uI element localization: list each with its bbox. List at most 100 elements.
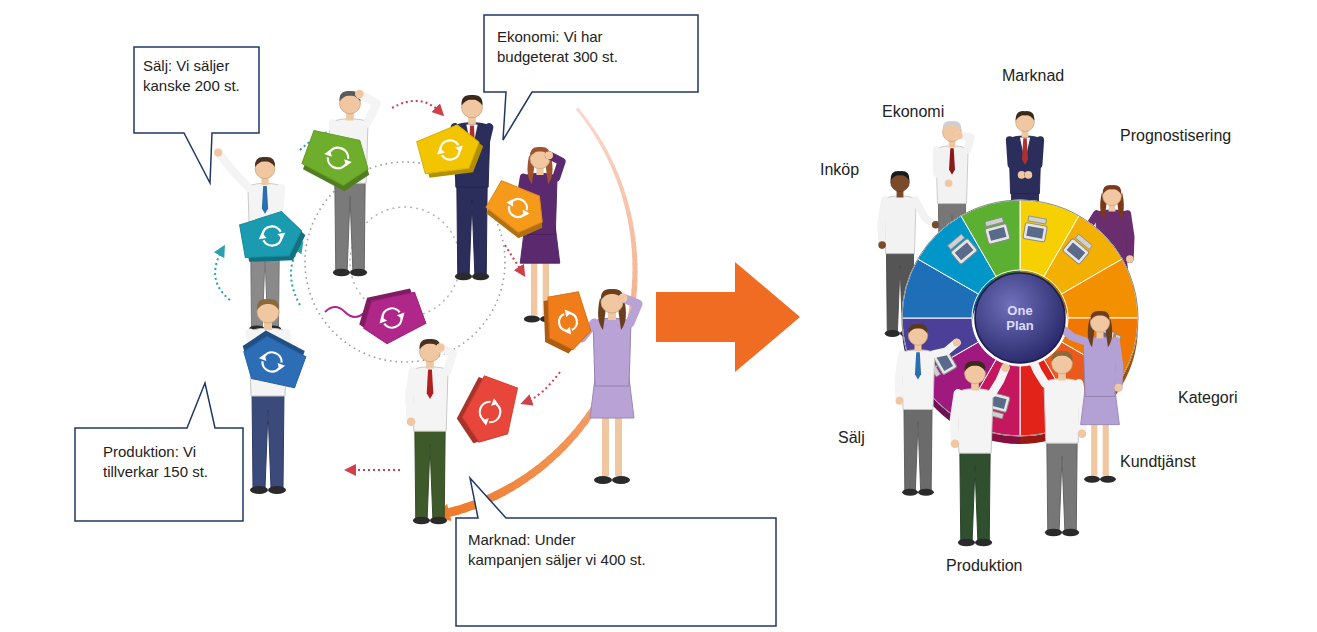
bubble-outline (75, 383, 243, 521)
puzzle-piece (276, 363, 286, 371)
person-figure (1028, 140, 1040, 175)
person-figure (1126, 255, 1134, 263)
person-figure (1022, 138, 1028, 164)
puzzle-piece (233, 325, 309, 394)
puzzle-piece (300, 125, 377, 192)
puzzle-piece (455, 146, 464, 154)
person-figure (1062, 529, 1079, 537)
speech-bubble: Produktion: Vi tillverkar 150 st. (75, 428, 243, 521)
cycle-arrow (449, 510, 457, 512)
person-figure (958, 539, 975, 547)
person-figure (1083, 337, 1116, 397)
person-figure (951, 361, 1010, 546)
puzzle-piece (298, 125, 379, 198)
person-figure (936, 146, 968, 204)
puzzle-piece (277, 233, 286, 240)
speech-bubble: Ekonomi: Vi har budgeterat 300 st. (484, 15, 698, 92)
person-figure (885, 330, 900, 337)
person-figure (1025, 171, 1033, 179)
computer-monitor (1075, 234, 1092, 249)
person-figure (891, 171, 910, 180)
person-figure (453, 95, 490, 280)
person-figure (214, 149, 222, 157)
person-figure (1009, 136, 1041, 194)
puzzle-piece (397, 312, 407, 320)
person-figure (355, 90, 364, 99)
person-figure (413, 517, 430, 525)
person-figure (1116, 341, 1120, 388)
puzzle-piece (324, 148, 334, 156)
computer-monitor (1028, 216, 1047, 224)
person-figure (218, 153, 249, 188)
person-figure (250, 486, 268, 494)
person-figure (524, 315, 540, 322)
computer-monitor (985, 223, 1010, 244)
plan-circle-shape (975, 273, 1065, 363)
dotted-arrow (505, 245, 522, 272)
puzzle-piece (542, 291, 593, 353)
person-figure (992, 368, 1005, 394)
puzzle-piece (538, 291, 595, 357)
person-figure (1051, 351, 1072, 362)
puzzle-piece (457, 374, 524, 451)
person-figure (1057, 311, 1122, 483)
role-label: Ekonomi (880, 102, 946, 122)
person-figure (896, 397, 904, 405)
person-figure (954, 393, 958, 443)
puzzle-piece (356, 287, 428, 350)
puzzle-piece (520, 210, 530, 219)
puzzle-piece (239, 209, 306, 264)
role-label: Prognostisering (1118, 126, 1233, 146)
person-figure (407, 339, 453, 524)
puzzle-piece (436, 147, 445, 155)
person-figure (1027, 351, 1086, 536)
person-figure (407, 417, 416, 426)
speech-text: Produktion: Vi tillverkar 150 st. (103, 442, 233, 482)
role-label: Produktion (944, 556, 1025, 576)
person-figure (1115, 384, 1123, 392)
person-figure (937, 150, 949, 183)
person-figure (1047, 438, 1077, 531)
person-figure (1010, 140, 1022, 175)
person-figure (457, 182, 487, 275)
computer-monitor (1023, 216, 1049, 242)
plan-wheel (902, 200, 1138, 436)
person-figure (257, 299, 279, 310)
puzzle-piece (415, 121, 485, 180)
puzzle-piece (565, 308, 572, 317)
dotted-arrow (350, 469, 400, 471)
person-figure (915, 200, 935, 225)
role-label: Kundtjänst (1118, 452, 1198, 472)
puzzle-piece (380, 306, 405, 331)
person-figure (1044, 379, 1080, 444)
person-figure (412, 367, 448, 432)
plan-circle: One Plan (974, 272, 1066, 364)
person-figure (884, 196, 916, 254)
person-figure (904, 404, 932, 490)
person-figure (896, 324, 961, 496)
person-figure (593, 318, 631, 386)
puzzle-piece (378, 315, 388, 323)
puzzle-piece (506, 197, 516, 206)
puzzle-piece (491, 398, 499, 408)
person-figure (957, 389, 993, 454)
puzzle-piece (352, 282, 428, 351)
dotted-arrow (526, 372, 560, 402)
person-figure (1061, 328, 1084, 341)
computer-monitor (948, 234, 965, 249)
person-figure (255, 157, 275, 167)
person-figure (953, 339, 961, 347)
person-figure (249, 299, 288, 494)
person-figure (945, 179, 953, 187)
puzzle-piece (239, 208, 310, 268)
role-label: Sälj (836, 428, 867, 448)
puzzle-piece (451, 372, 524, 453)
person-figure (964, 361, 985, 372)
role-label: Inköp (818, 160, 861, 180)
person-figure (461, 95, 482, 106)
dotted-arrow (215, 250, 230, 300)
puzzle-piece (506, 196, 530, 220)
person-figure (619, 294, 628, 303)
person-figure (1084, 476, 1100, 483)
